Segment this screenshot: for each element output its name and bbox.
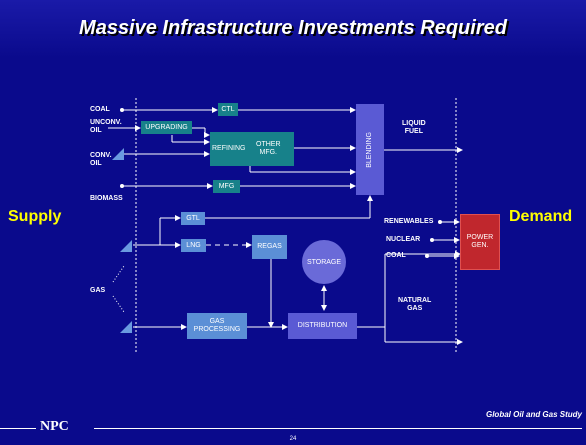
gtl-box: GTL [181, 212, 205, 225]
title-band [0, 0, 586, 58]
output-nuclear: NUCLEAR [386, 236, 421, 243]
power-gen-box: POWER GEN. [460, 214, 500, 270]
ctl-box: CTL [218, 103, 238, 116]
footer-line-left [0, 428, 36, 429]
mfg-box: MFG [213, 180, 240, 193]
conv-oil-source-icon [112, 148, 124, 160]
upgrading-box: UPGRADING [141, 121, 192, 134]
input-gas: GAS [90, 287, 106, 294]
study-name: Global Oil and Gas Study [485, 410, 582, 419]
output-coal: COAL [386, 252, 406, 259]
gas-source-lower-icon [120, 321, 132, 333]
blending-box: BLENDING [356, 104, 384, 195]
other-mfg-label: OTHER MFG. [256, 141, 281, 156]
output-liquid-fuel: LIQUID FUEL [402, 120, 426, 135]
gas-processing-box: GAS PROCESSING [187, 313, 247, 339]
output-renewables: RENEWABLES [384, 218, 434, 225]
blending-label: BLENDING [366, 131, 373, 168]
input-coal: COAL [90, 106, 110, 113]
npc-logo: NPC [40, 419, 69, 434]
refining-label: REFINING [212, 145, 246, 152]
supply-label: Supply [8, 208, 62, 225]
gas-source-upper-icon [120, 240, 132, 252]
refining-box: REFINING OTHER MFG. [210, 132, 294, 166]
footer-line-right [94, 428, 582, 429]
lng-box: LNG [181, 239, 206, 252]
input-unconv-oil: UNCONV. OIL [90, 119, 122, 134]
input-biomass: BIOMASS [90, 195, 123, 202]
demand-label: Demand [509, 208, 573, 225]
slide-title: Massive Infrastructure Investments Requi… [79, 17, 507, 39]
storage-node: STORAGE [302, 240, 346, 284]
regas-box: REGAS [252, 235, 287, 259]
output-natural-gas: NATURAL GAS [398, 297, 432, 312]
page-number: 24 [289, 436, 297, 442]
input-conv-oil: CONV. OIL [90, 152, 112, 167]
distribution-box: DISTRIBUTION [288, 313, 357, 339]
